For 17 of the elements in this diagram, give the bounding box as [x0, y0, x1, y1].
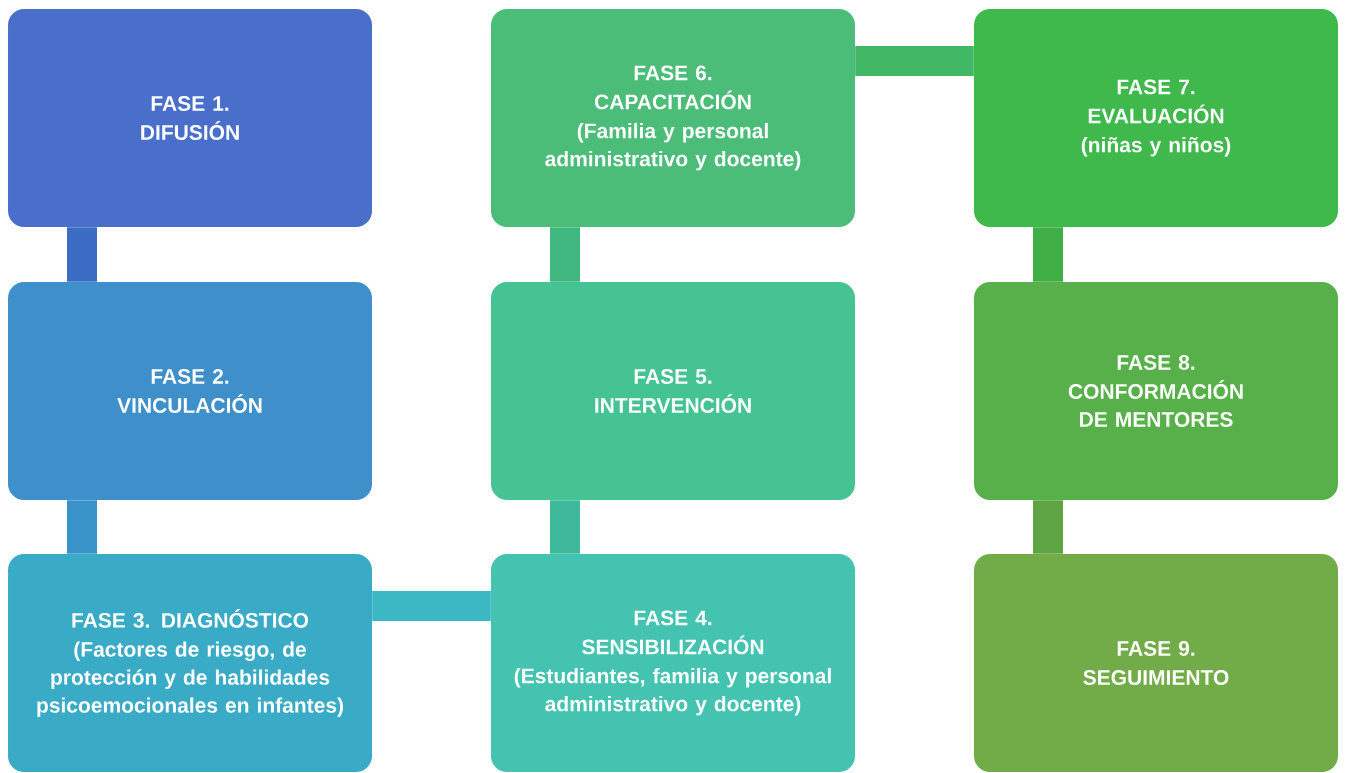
- connector-bar: [1033, 227, 1063, 282]
- phase-box: FASE 8. CONFORMACIÓN DE MENTORES: [974, 282, 1338, 500]
- phase-box: FASE 1. DIFUSIÓN: [8, 9, 372, 227]
- phase-box: FASE 4. SENSIBILIZACIÓN (Estudiantes, familia y personal administrativo y docente): [491, 554, 855, 772]
- phase-box: FASE 3. DIAGNÓSTICO (Factores de riesgo, de protección y de habilidades psicoemocionales en infantes): [8, 554, 372, 772]
- phase-box: FASE 6. CAPACITACIÓN (Familia y personal administrativo y docente): [491, 9, 855, 227]
- connector-bar: [550, 500, 580, 554]
- phase-box: FASE 9. SEGUIMIENTO: [974, 554, 1338, 772]
- connector-bar: [1033, 500, 1063, 554]
- phase-box: FASE 7. EVALUACIÓN (niñas y niños): [974, 9, 1338, 227]
- connector-bar: [855, 46, 974, 76]
- connector-bar: [67, 500, 97, 554]
- phase-box: FASE 2. VINCULACIÓN: [8, 282, 372, 500]
- phase-box: FASE 5. INTERVENCIÓN: [491, 282, 855, 500]
- connector-bar: [67, 227, 97, 282]
- connector-bar: [550, 227, 580, 282]
- connector-bar: [372, 591, 491, 621]
